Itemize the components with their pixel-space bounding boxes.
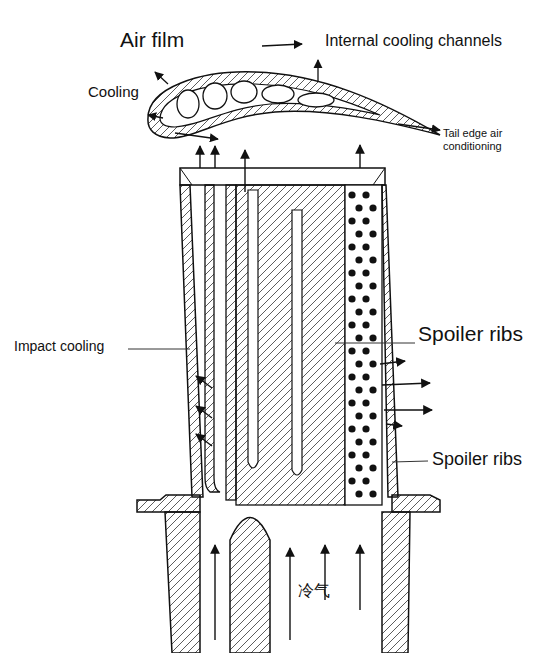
rib-dot <box>355 308 362 315</box>
rib-dot <box>369 360 376 367</box>
rib-dot <box>369 308 376 315</box>
rib-dot <box>362 425 369 432</box>
rib-dot <box>362 217 369 224</box>
rib-dot <box>348 477 355 484</box>
rib-dot <box>362 321 369 328</box>
rib-dot <box>362 399 369 406</box>
rib-dot <box>362 373 369 380</box>
callout-label: Impact cooling <box>14 338 129 354</box>
rib-dot <box>355 334 362 341</box>
rib-dot <box>355 204 362 211</box>
rib-dot <box>362 191 369 198</box>
rib-dot <box>369 282 376 289</box>
rib-dot <box>369 256 376 263</box>
rib-dot <box>362 347 369 354</box>
rib-dot <box>362 451 369 458</box>
blade-body <box>137 168 440 653</box>
rib-dot <box>348 295 355 302</box>
rib-dot <box>348 269 355 276</box>
rib-dot <box>355 256 362 263</box>
rib-dot <box>362 243 369 250</box>
rib-dot <box>362 477 369 484</box>
callout-label: Internal cooling channels <box>325 32 545 50</box>
rib-dot <box>369 204 376 211</box>
rib-dot <box>355 386 362 393</box>
rib-dot <box>348 373 355 380</box>
rib-dot <box>362 269 369 276</box>
airfoil-flow-arrows <box>148 44 440 139</box>
airfoil-section <box>148 72 440 138</box>
rib-dot <box>355 438 362 445</box>
spoiler-rib-dots <box>348 191 376 497</box>
callout-label: Air film <box>120 28 240 52</box>
rib-dot <box>355 282 362 289</box>
callout-label: Spoiler ribs <box>418 322 548 346</box>
rib-dot <box>369 230 376 237</box>
callout-label: Tail edge air conditioning <box>443 127 523 152</box>
rib-dot <box>348 425 355 432</box>
rib-dot <box>369 334 376 341</box>
rib-dot <box>348 451 355 458</box>
rib-dot <box>355 412 362 419</box>
rib-dot <box>362 295 369 302</box>
rib-dot <box>348 217 355 224</box>
rib-dot <box>355 490 362 497</box>
callout-label: 冷气 <box>298 582 348 600</box>
rib-dot <box>355 360 362 367</box>
rib-dot <box>348 347 355 354</box>
rib-dot <box>369 412 376 419</box>
rib-dot <box>369 490 376 497</box>
rib-dot <box>369 464 376 471</box>
callout-label: Cooling <box>88 83 158 100</box>
leader-lines <box>128 343 428 462</box>
rib-dot <box>348 321 355 328</box>
coolant-flow-arrows <box>196 145 432 640</box>
callout-label: Spoiler ribs <box>432 449 550 470</box>
rib-dot <box>355 230 362 237</box>
rib-dot <box>369 438 376 445</box>
rib-dot <box>348 243 355 250</box>
rib-dot <box>348 399 355 406</box>
rib-dot <box>348 191 355 198</box>
rib-dot <box>369 386 376 393</box>
rib-dot <box>355 464 362 471</box>
